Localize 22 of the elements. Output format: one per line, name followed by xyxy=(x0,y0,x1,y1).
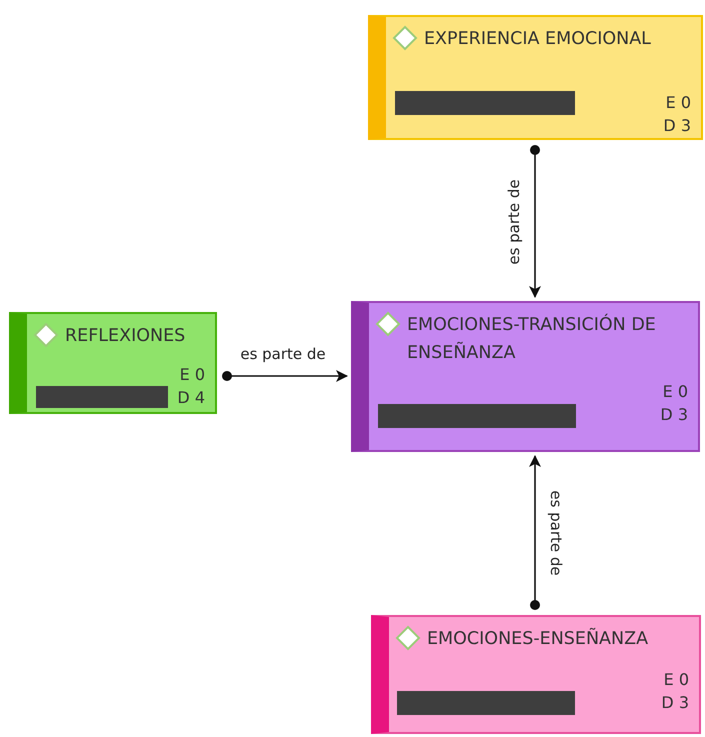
count-text: E 0 xyxy=(662,381,688,402)
node-title: EMOCIONES-TRANSICIÓN DE ENSEÑANZA xyxy=(407,312,657,365)
code-box xyxy=(371,615,701,734)
count-text: E 0 xyxy=(664,669,689,690)
edge-label: es parte de xyxy=(547,490,565,576)
edge-label: es parte de xyxy=(505,179,523,265)
count-text: D 3 xyxy=(660,404,688,425)
node-title: EMOCIONES-ENSEÑANZA xyxy=(427,626,648,651)
code-box xyxy=(351,301,700,452)
connector-arrow xyxy=(222,370,348,382)
count-text: E 0 xyxy=(666,92,691,113)
code-box xyxy=(368,15,703,140)
connector-arrow xyxy=(529,145,541,298)
node-title: EXPERIENCIA EMOCIONAL xyxy=(424,28,651,51)
count-text: D 4 xyxy=(177,387,205,408)
node-title: REFLEXIONES xyxy=(65,325,186,348)
edge-label: es parte de xyxy=(240,345,326,363)
code-box xyxy=(9,312,217,414)
count-text: D 3 xyxy=(661,692,689,713)
count-text: D 3 xyxy=(663,115,691,136)
connector-arrow xyxy=(529,455,541,610)
count-text: E 0 xyxy=(180,364,205,385)
